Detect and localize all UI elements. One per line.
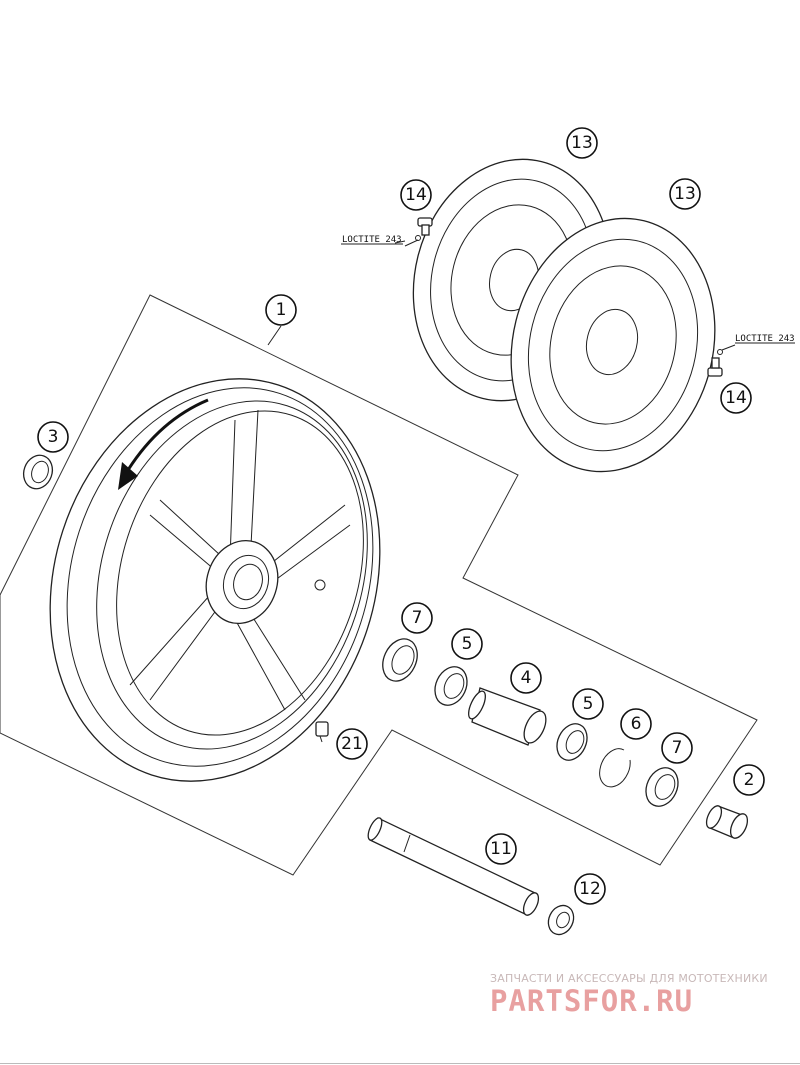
callout-12: 12 [574,873,606,905]
callout-7-left: 7 [401,602,433,634]
watermark-logo: PARTSFOR.RU [490,984,694,1018]
callout-1: 1 [265,294,297,326]
rotation-direction-arrow-icon [118,398,209,490]
spacer-2[interactable] [703,804,750,841]
svg-text:5: 5 [462,634,473,654]
axle-cap-12[interactable] [544,901,578,938]
svg-text:3: 3 [48,427,59,447]
shaft-seal-7-left[interactable] [376,633,424,686]
svg-text:11: 11 [490,839,512,859]
svg-text:LOCTITE 243: LOCTITE 243 [342,235,402,245]
bearing-5-left[interactable] [429,662,473,711]
bearing-5-right[interactable] [551,719,592,765]
svg-text:LOCTITE 243: LOCTITE 243 [735,334,795,344]
disc-bolt-right[interactable] [707,344,736,377]
callout-7-right: 7 [661,732,693,764]
disc-bolt-left[interactable] [404,217,433,247]
watermark-tagline: ЗАПЧАСТИ И АКСЕССУАРЫ ДЛЯ МОТОТЕХНИКИ [490,972,768,985]
bottom-divider [0,1063,800,1064]
distance-sleeve-4[interactable] [465,687,550,746]
svg-text:13: 13 [571,133,593,153]
spacer-bushing-3[interactable] [19,451,57,493]
callout-6: 6 [620,708,652,740]
callout-14-right: 14 [720,382,752,414]
svg-text:6: 6 [631,714,642,734]
callout-4: 4 [510,662,542,694]
svg-text:7: 7 [412,608,423,628]
svg-text:14: 14 [725,388,747,408]
svg-text:2: 2 [744,770,755,790]
callout-11: 11 [485,833,517,865]
svg-text:21: 21 [341,734,363,754]
svg-text:5: 5 [583,694,594,714]
svg-text:14: 14 [405,185,427,205]
wheel-spindle-11[interactable] [365,816,541,917]
assembly-outline-frame [0,294,758,876]
leader-lines [267,240,795,346]
callout-13-right: 13 [669,178,701,210]
svg-text:4: 4 [521,668,532,688]
callout-5-left: 5 [451,628,483,660]
svg-text:12: 12 [579,879,601,899]
callout-5-right: 5 [572,688,604,720]
callout-3: 3 [37,421,69,453]
loctite-note-right: LOCTITE 243 [735,334,795,344]
loctite-note-left: LOCTITE 243 [341,235,403,245]
svg-text:13: 13 [674,184,696,204]
svg-text:7: 7 [672,738,683,758]
brake-disc-right[interactable] [485,197,741,494]
svg-text:1: 1 [276,300,287,320]
callout-14-left: 14 [400,179,432,211]
valve-21[interactable] [315,721,329,743]
callout-2: 2 [733,764,765,796]
shaft-seal-7-right[interactable] [640,763,684,812]
callout-21: 21 [336,728,368,760]
callout-13-left: 13 [566,127,598,159]
circlip-6[interactable] [599,748,631,788]
